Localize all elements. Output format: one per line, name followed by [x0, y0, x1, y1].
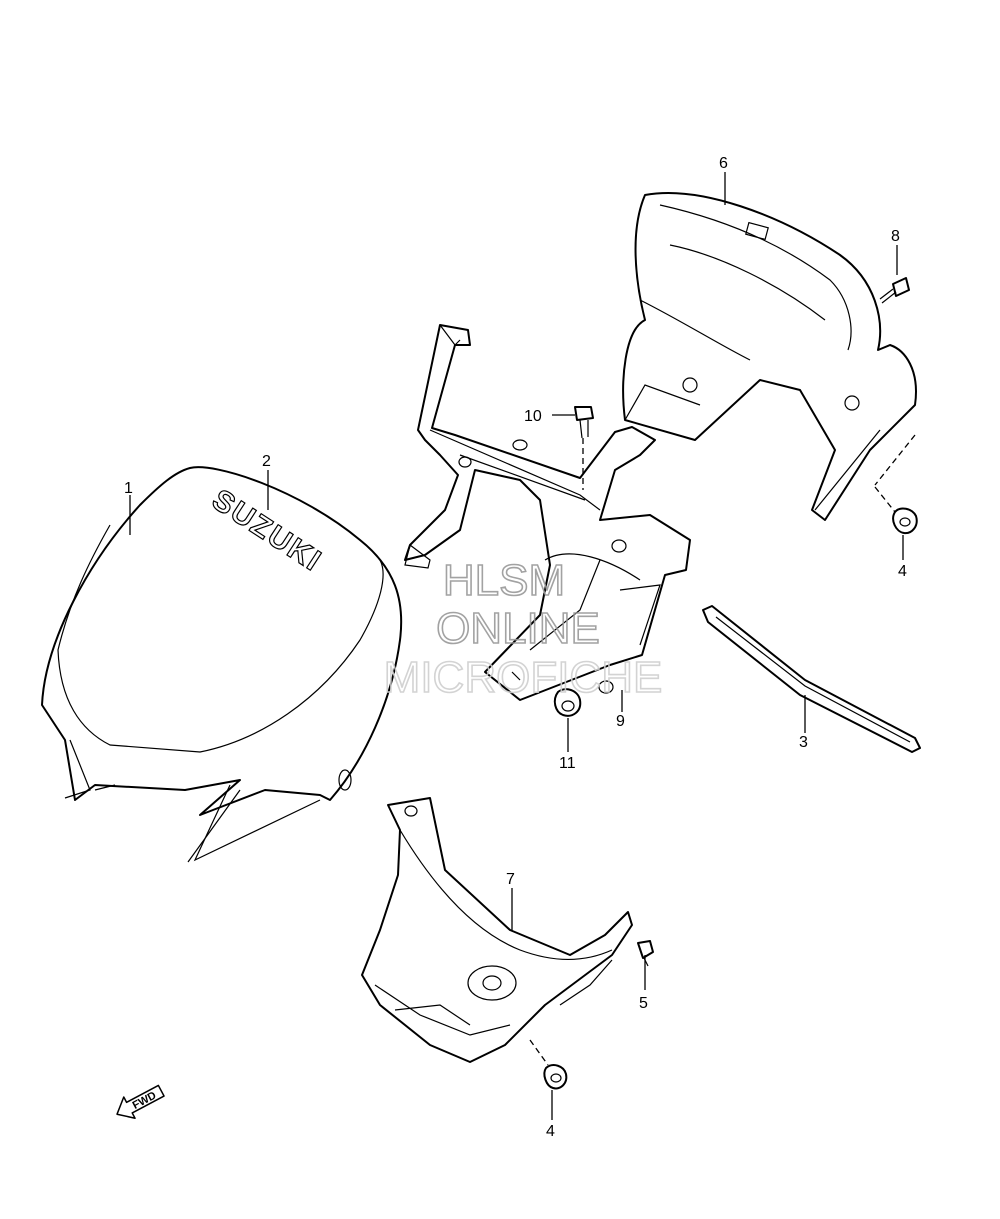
fwd-arrow-icon: FWD: [116, 1084, 165, 1119]
watermark: HLSM ONLINE MICROFICHE: [383, 555, 663, 703]
callout-9: 9: [616, 713, 625, 730]
callout-3: 3: [799, 734, 808, 751]
fwd-label: FWD: [131, 1090, 159, 1112]
callout-7: 7: [506, 871, 515, 888]
part-6-meter-cover: [622, 192, 917, 521]
part-9-cowl-bracket: [404, 324, 691, 701]
callout-11: 11: [559, 755, 576, 772]
part-4-clip-upper: [892, 507, 918, 535]
callout-6: 6: [719, 155, 728, 172]
part-4-clip-lower: [543, 1064, 568, 1090]
callout-1: 1: [124, 480, 133, 497]
watermark-line-2: ONLINE: [436, 604, 600, 653]
part-10-bolt: [574, 406, 594, 439]
watermark-line-3: MICROFICHE: [384, 653, 663, 702]
callout-4-lower: 4: [546, 1123, 555, 1140]
part-3-seal-strip: [702, 605, 921, 753]
callout-2: 2: [262, 453, 271, 470]
callout-8: 8: [891, 228, 900, 245]
part-11-grommet: [553, 688, 582, 717]
part-7-lower-cover: [361, 797, 633, 1063]
callout-5: 5: [639, 995, 648, 1012]
part-8-screw: [879, 277, 910, 304]
callout-labels: 1 2 3 4 4 5 6 7 8 9 10 11: [124, 155, 907, 1140]
callout-10: 10: [524, 408, 542, 425]
callout-4-upper: 4: [898, 563, 907, 580]
watermark-line-1: HLSM: [443, 556, 565, 605]
part-1-front-cowl: SUZUKI: [41, 466, 403, 863]
leader-lines: [129, 172, 916, 1120]
